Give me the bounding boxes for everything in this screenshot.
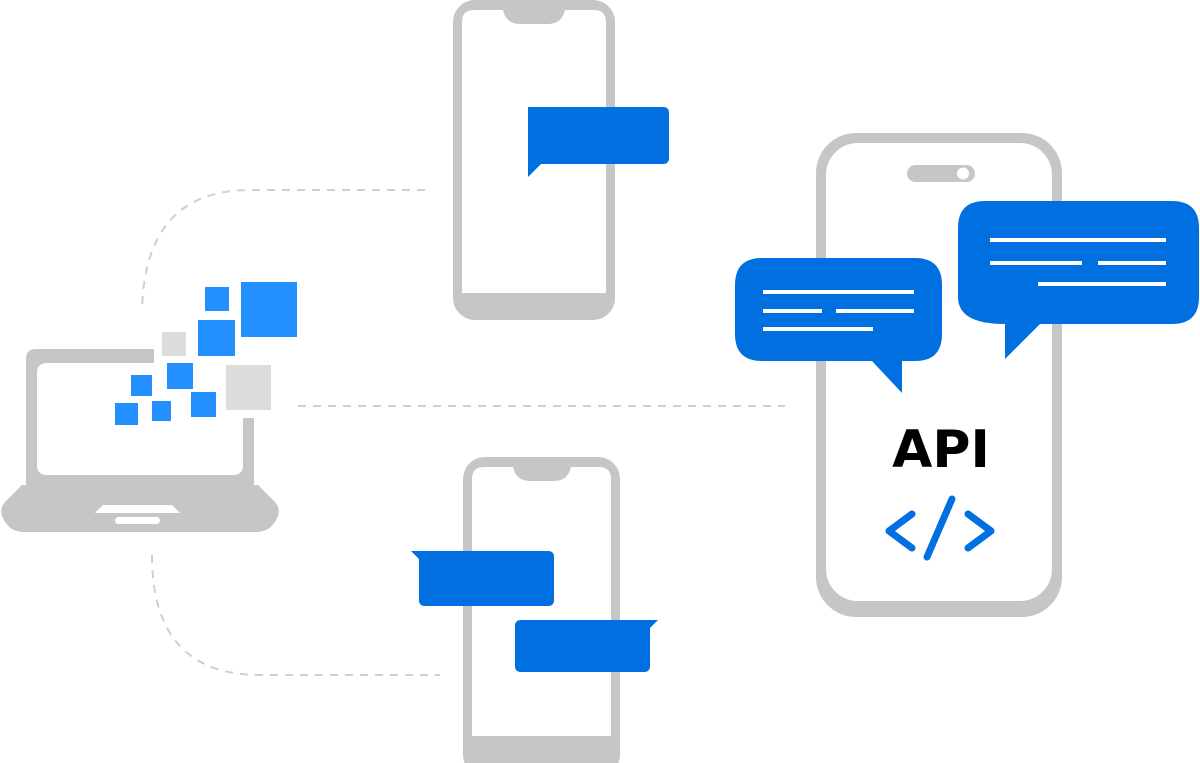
code-brackets-icon: [885, 495, 995, 561]
laptop-icon: [1, 349, 279, 532]
data-square-icon: [162, 332, 186, 356]
data-square-icon: [167, 363, 193, 389]
chat-bubble-icon: [528, 107, 669, 177]
phone-bottom: [411, 457, 658, 763]
phone-api: API: [735, 133, 1199, 617]
data-square-icon: [198, 320, 235, 356]
data-square-icon: [131, 375, 152, 396]
data-square-icon: [191, 392, 216, 417]
connector-top: [141, 189, 425, 311]
phone-top: [453, 0, 669, 320]
chat-bubble-icon: [958, 201, 1199, 359]
data-square-icon: [152, 401, 171, 421]
dashed-connectors: [141, 189, 785, 676]
data-squares: [115, 282, 297, 425]
data-square-icon: [205, 287, 229, 311]
data-square-icon: [115, 403, 138, 425]
api-label: API: [892, 420, 990, 480]
connector-bottom: [151, 554, 440, 676]
chat-bubble-icon: [411, 551, 554, 606]
data-square-icon: [226, 365, 271, 410]
chat-bubble-icon: [515, 620, 658, 672]
data-square-icon: [241, 282, 297, 337]
chat-bubble-icon: [735, 258, 942, 393]
